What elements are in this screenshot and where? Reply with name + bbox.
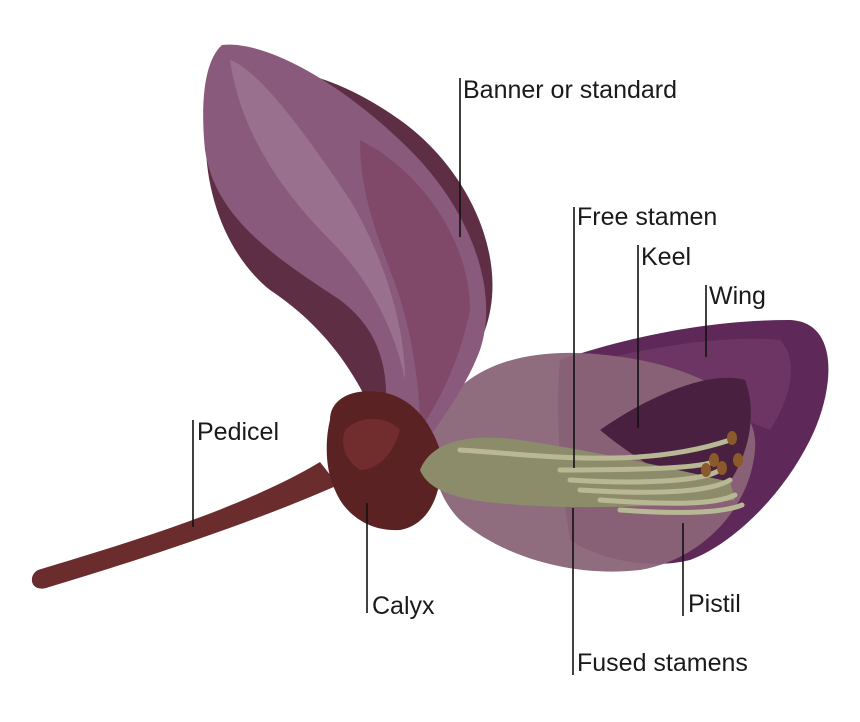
pedicel-label: Pedicel (197, 418, 279, 446)
filament-2 (567, 467, 723, 485)
banner-inner-fold (360, 140, 470, 430)
banner-highlight (230, 60, 405, 380)
calyx-label: Calyx (372, 592, 435, 620)
calyx-highlight (343, 418, 400, 470)
pedicel-shape (31, 462, 338, 589)
filament-3 (577, 477, 733, 495)
banner-label: Banner or standard (463, 76, 678, 104)
filament-4 (597, 492, 738, 506)
anther-5 (733, 453, 743, 467)
pistil-style (617, 502, 745, 515)
fused-stamens-label: Fused stamens (577, 649, 748, 677)
anthers (701, 431, 743, 477)
anther-2 (709, 453, 719, 467)
free-stamen-label: Free stamen (577, 203, 718, 231)
anther-1 (727, 431, 737, 445)
wing-label: Wing (709, 282, 766, 310)
keel-label: Keel (641, 243, 692, 271)
leader-lines (192, 78, 707, 675)
free-stamen-filament (457, 437, 733, 461)
pistil-label: Pistil (688, 590, 741, 618)
anther-4 (701, 463, 711, 477)
anther-3 (717, 461, 727, 475)
